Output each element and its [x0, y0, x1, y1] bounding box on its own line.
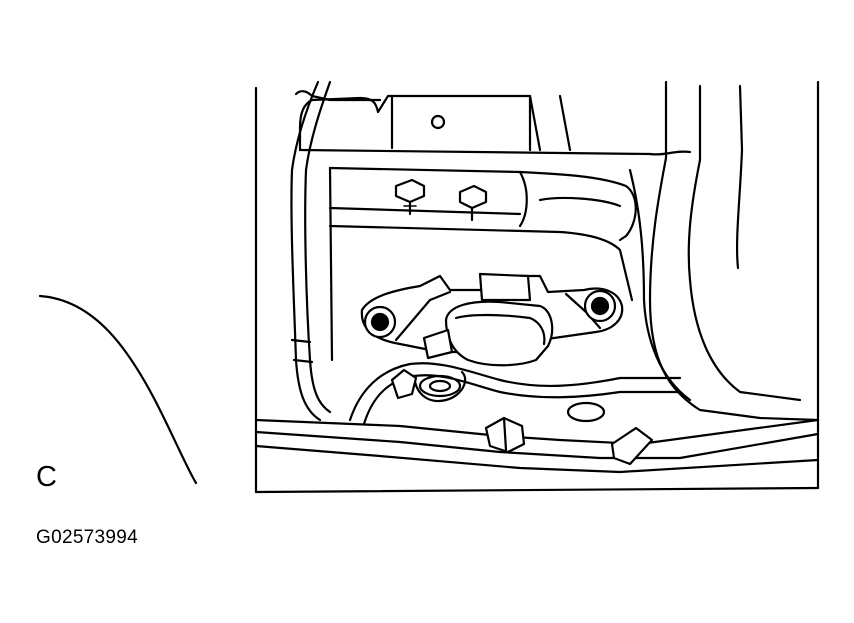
cavity-upper	[328, 166, 637, 242]
harness-band	[290, 338, 312, 344]
sensor-face	[454, 313, 546, 346]
cavity-shelf	[328, 206, 634, 302]
pillar-inner	[687, 84, 802, 402]
upper-panel-line	[298, 148, 692, 156]
cavity-bump	[518, 170, 622, 228]
sensor-connector-top	[478, 272, 532, 302]
harness-connector-center	[484, 416, 526, 454]
sensor-plug	[422, 328, 454, 360]
stud-right	[458, 184, 488, 222]
floor-hole-rim	[412, 370, 467, 403]
wire-harness-vertical	[290, 80, 322, 422]
harness-connector-right	[610, 426, 654, 466]
pillar-outer	[648, 80, 820, 422]
mounting-nut-right	[583, 289, 617, 323]
bracket-hole	[430, 114, 446, 130]
mounting-nut-left	[363, 305, 397, 339]
frame-bottom-edge	[254, 486, 820, 494]
upper-panel-line-2	[528, 94, 572, 152]
upper-bracket	[298, 94, 532, 152]
cross-member	[254, 418, 820, 446]
floor-hole-right	[566, 401, 606, 423]
cross-member-3	[254, 444, 820, 474]
body-panel-edge	[38, 294, 198, 485]
harness-band-2	[292, 358, 314, 364]
wire-harness-vertical-2	[304, 80, 332, 414]
stud-left	[394, 178, 426, 216]
harness-clip-left	[390, 368, 418, 400]
bracket-rib	[394, 290, 452, 342]
sensor-body	[444, 300, 554, 367]
figure-code: G02573994	[36, 527, 139, 548]
cavity-left-wall	[328, 166, 334, 362]
pillar-fold	[628, 168, 692, 402]
floor-hole-left	[418, 374, 462, 398]
view-label: C	[36, 461, 57, 493]
pillar-edge	[735, 84, 744, 270]
cross-member-2	[254, 430, 820, 460]
wire-harness-lower	[348, 362, 682, 422]
wire-harness-lower-2	[362, 374, 682, 426]
